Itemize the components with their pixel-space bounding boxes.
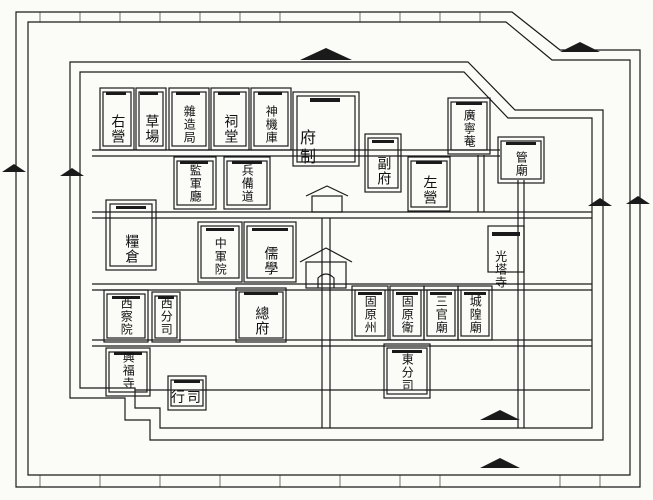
bld-you-ying: [99, 87, 135, 151]
drum-tower: [305, 261, 347, 289]
building-guan-miao: 管廟: [498, 137, 544, 183]
outer-wall: [15, 11, 641, 488]
label-bing-bei-dao: 兵備道: [240, 164, 255, 203]
bld-bing-bei-dao: [223, 156, 271, 210]
gate-east: [626, 196, 650, 204]
bld-guan-miao: [497, 136, 545, 184]
outer-wall-inner: [27, 21, 631, 476]
label-gu-yuan-zhou: 固原州: [363, 295, 378, 334]
bld-gu-yuan-zhou: [351, 285, 389, 341]
label-liang-cang: 糧倉: [123, 234, 140, 264]
gate-north: [300, 48, 352, 60]
label-cheng-huang-miao: 城隍廟: [468, 295, 483, 334]
inner-wall: [69, 61, 604, 441]
building-gu-yuan-wei: 固原衛: [390, 286, 424, 340]
building-guang-ning-an: 廣寧菴: [448, 98, 490, 154]
bld-cheng-huang-miao: [457, 285, 493, 341]
building-xi-fen-si: 西分司: [152, 292, 180, 342]
gate-north-outer: [560, 42, 600, 52]
building-san-guan-miao: 三官廟: [424, 286, 458, 340]
bld-shen-ji-ku: [250, 87, 292, 151]
building-zuo-ying: 左營: [408, 157, 450, 211]
bld-fu-zhi: [292, 91, 360, 167]
bld-fu-fu: [364, 133, 402, 193]
label-xing-si: 行司: [171, 390, 203, 407]
label-guang-ning-an: 廣寧菴: [462, 109, 477, 148]
building-liang-cang: 糧倉: [106, 200, 156, 270]
bld-zhong-jun-yuan: [197, 221, 243, 283]
gate-east-inner: [588, 198, 612, 206]
building-cheng-huang-miao: 城隍廟: [458, 286, 492, 340]
label-fu-fu: 副府: [375, 156, 392, 186]
bld-guang-ning-an: [447, 97, 491, 155]
label-gu-yuan-wei: 固原衛: [400, 295, 415, 334]
label-xi-fen-si: 西分司: [159, 297, 174, 336]
bld-ru-xue: [243, 221, 297, 283]
bld-guang-ta-si: [487, 225, 525, 273]
label-guan-miao: 管廟: [514, 151, 529, 177]
building-guang-ta-si: 光塔寺: [493, 250, 508, 293]
bld-xi-cha-yuan: [103, 289, 149, 343]
building-xi-cha-yuan: 西察院: [104, 290, 148, 342]
label-ru-xue: 儒學: [262, 246, 279, 276]
label-zhong-jun-yuan: 中軍院: [213, 237, 228, 276]
building-you-ying: 右營: [100, 88, 134, 150]
bld-cao-chang: [135, 87, 167, 151]
label-ci-tang: 祠堂: [222, 114, 239, 144]
building-fu-fu: 副府: [365, 134, 401, 192]
building-ru-xue: 儒學: [244, 222, 296, 282]
bld-xi-fen-si: [151, 291, 181, 343]
label-san-guan-miao: 三官廟: [434, 295, 449, 334]
label-shen-ji-ku: 神機庫: [264, 105, 279, 144]
building-jian-jun-ting: 監軍廳: [174, 157, 216, 209]
building-bing-bei-dao: 兵備道: [224, 157, 270, 209]
gate-south-outer: [480, 458, 520, 468]
inner-wall-inner: [79, 71, 593, 429]
label-jian-jun-ting: 監軍廳: [188, 164, 203, 203]
bld-zuo-ying: [407, 156, 451, 212]
label-you-ying: 右營: [109, 114, 126, 144]
bld-xing-si: [167, 375, 207, 411]
bld-zong-fu: [235, 287, 287, 343]
building-xing-si: 行司: [168, 376, 206, 410]
building-za-zao-ju: 雜造局: [169, 88, 209, 150]
building-zhong-jun-yuan: 中軍院: [198, 222, 242, 282]
bld-za-zao-ju: [168, 87, 210, 151]
building-dong-fen-si: 東分司: [384, 344, 430, 398]
label-xi-cha-yuan: 西察院: [119, 297, 134, 336]
bld-jian-jun-ting: [173, 156, 217, 210]
label-zong-fu: 總府: [253, 306, 270, 336]
building-xing-fu-si: 興福寺: [106, 348, 150, 396]
label-za-zao-ju: 雜造局: [182, 105, 197, 144]
label-zuo-ying: 左營: [421, 175, 438, 205]
gate-west: [2, 164, 26, 172]
building-ci-tang: 祠堂: [211, 88, 249, 150]
label-dong-fen-si: 東分司: [400, 353, 415, 392]
label-guang-ta-si: 光塔寺: [493, 250, 508, 289]
bld-xing-fu-si: [105, 347, 151, 397]
building-cao-chang: 草場: [136, 88, 166, 150]
label-fu-zhi: 府制: [300, 128, 331, 166]
building-fu-zhi: 府制: [300, 128, 356, 166]
building-gu-yuan-zhou: 固原州: [352, 286, 388, 340]
building-shen-ji-ku: 神機庫: [251, 88, 291, 150]
gate-west-inner: [60, 168, 84, 176]
bld-dong-fen-si: [383, 343, 431, 399]
bld-liang-cang: [105, 199, 157, 271]
label-cao-chang: 草場: [143, 114, 160, 144]
building-zong-fu: 總府: [236, 288, 286, 342]
gate-south: [480, 410, 520, 420]
label-xing-fu-si: 興福寺: [121, 351, 136, 390]
bld-ci-tang: [210, 87, 250, 151]
